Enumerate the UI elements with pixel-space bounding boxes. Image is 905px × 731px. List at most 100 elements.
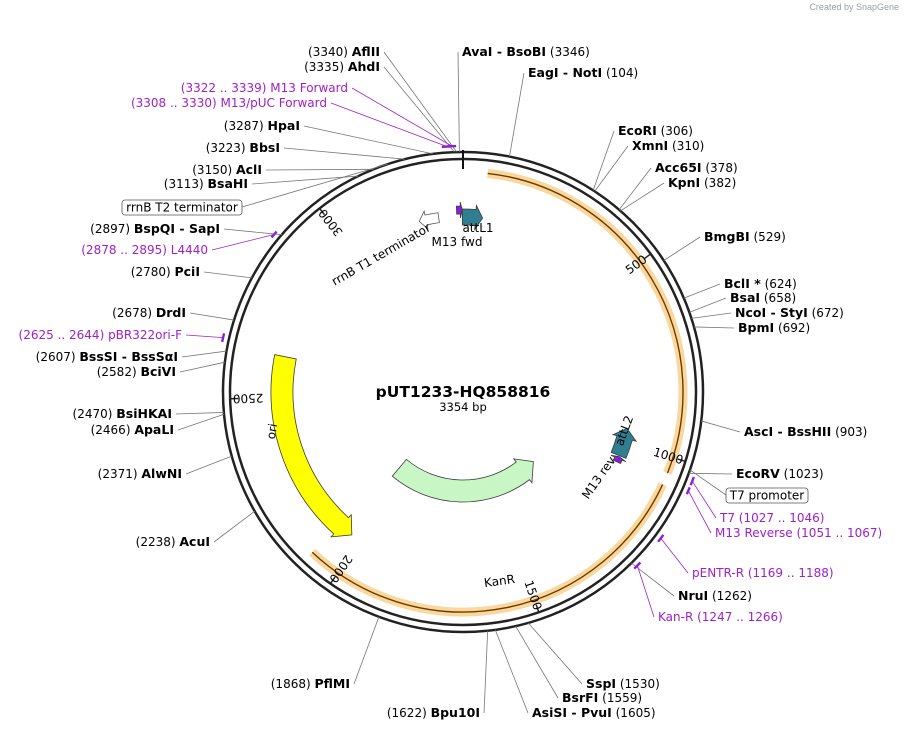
feature-arrow-m13-rev bbox=[610, 454, 626, 465]
primer-range-kan-r: (1247 .. 1266) bbox=[693, 610, 783, 624]
site-position-bmgbi: (529) bbox=[750, 230, 786, 244]
site-name-ecorv: EcoRV bbox=[736, 466, 780, 481]
site-leader-acui bbox=[213, 510, 255, 543]
site-name-pcii: PciI bbox=[174, 264, 200, 279]
primer-range-pbr322ori-f: (2625 .. 2644) bbox=[19, 328, 109, 342]
site-leader-sspi bbox=[527, 622, 583, 685]
site-label-pflmi: (1868) PflMI bbox=[271, 676, 350, 691]
primer-name-kan-r: Kan-R bbox=[658, 610, 693, 624]
primer-leader-m13-forward bbox=[351, 87, 453, 147]
site-position-aflii: (3340) bbox=[308, 45, 352, 59]
site-leader-bbsi bbox=[283, 147, 405, 160]
site-avai-bsobi: AvaI - BsoBI (3346) bbox=[462, 44, 590, 59]
site-bsihkai: (2470) BsiHKAI bbox=[73, 406, 172, 421]
site-position-eagi-noti: (104) bbox=[602, 66, 638, 80]
site-name-bmgbi: BmgBI bbox=[704, 229, 750, 244]
site-hpai: (3287) HpaI bbox=[224, 118, 300, 133]
site-label-bpmi: BpmI (692) bbox=[738, 320, 810, 335]
primer-label-m13-forward: (3322 .. 3339) M13 Forward bbox=[181, 81, 348, 95]
feature-arrow-kanr bbox=[391, 458, 534, 503]
tick-label-2500: 2500 bbox=[233, 391, 264, 406]
plasmid-name: pUT1233-HQ858816 bbox=[376, 383, 551, 401]
site-name-bpmi: BpmI bbox=[738, 320, 774, 335]
site-label-apali: (2466) ApaLI bbox=[91, 422, 174, 437]
site-position-bsrfi: (1559) bbox=[598, 691, 642, 705]
site-leader-kpni bbox=[620, 182, 665, 212]
primer-leader-m13-puc-forward bbox=[330, 102, 448, 147]
feature-label-kanr: KanR bbox=[483, 572, 516, 590]
primer-leader-kan-r bbox=[636, 565, 655, 618]
site-bsrfi: BsrFI (1559) bbox=[562, 690, 642, 705]
site-name-ncoi-styi: NcoI - StyI bbox=[735, 305, 808, 320]
primer-name-pbr322ori-f: pBR322ori-F bbox=[108, 328, 182, 342]
site-leader-ncoi-styi bbox=[691, 312, 732, 319]
site-label-aflii: (3340) AflII bbox=[308, 44, 380, 59]
plasmid-length: 3354 bp bbox=[439, 400, 487, 414]
site-bpmi: BpmI (692) bbox=[738, 320, 810, 335]
primer-label-m13-puc-forward: (3308 .. 3330) M13/pUC Forward bbox=[131, 96, 327, 110]
site-name-hpai: HpaI bbox=[268, 118, 301, 133]
site-name-acc65i: Acc65I bbox=[655, 160, 702, 175]
site-position-asci-bsshii: (903) bbox=[831, 425, 867, 439]
site-position-acli: (3150) bbox=[192, 163, 236, 177]
feature-attl2 bbox=[610, 427, 638, 459]
orf-halo-1 bbox=[309, 482, 667, 617]
site-label-ahdi: (3335) AhdI bbox=[304, 59, 380, 74]
boxed-label-text-t7-promoter: T7 promoter bbox=[729, 489, 805, 503]
site-label-ecorv: EcoRV (1023) bbox=[736, 466, 824, 481]
site-aflii: (3340) AflII bbox=[308, 44, 380, 59]
primer-mark-pentr-r bbox=[657, 534, 665, 543]
site-position-xmni: (310) bbox=[668, 139, 704, 153]
site-eagi-noti: EagI - NotI (104) bbox=[528, 65, 638, 80]
site-position-alwni: (2371) bbox=[98, 467, 142, 481]
site-name-ecori: EcoRI bbox=[618, 123, 657, 138]
primer-leader-l4440 bbox=[211, 234, 275, 251]
site-name-bsahi: BsaHI bbox=[207, 176, 248, 191]
site-label-ecori: EcoRI (306) bbox=[618, 123, 693, 138]
feature-arrow-rrnb-t1-terminator bbox=[418, 209, 440, 230]
site-label-bbsi: (3223) BbsI bbox=[206, 140, 280, 155]
site-position-bbsi: (3223) bbox=[206, 141, 250, 155]
site-label-bcli: BclI * (624) bbox=[724, 276, 797, 291]
primer-label-t7: T7 (1027 .. 1046) bbox=[719, 511, 824, 525]
site-label-pcii: (2780) PciI bbox=[131, 264, 200, 279]
site-kpni: KpnI (382) bbox=[668, 175, 736, 190]
site-position-bcli: (624) bbox=[761, 277, 797, 291]
site-bsssi-bsss-i: (2607) BssSI - BssSαI bbox=[36, 349, 178, 364]
site-position-drdi: (2678) bbox=[112, 306, 156, 320]
site-leader-apali bbox=[177, 413, 225, 431]
site-label-acui: (2238) AcuI bbox=[136, 534, 210, 549]
site-position-ecorv: (1023) bbox=[780, 467, 824, 481]
site-label-acc65i: Acc65I (378) bbox=[655, 160, 738, 175]
site-leader-bsssi-bsss-i bbox=[181, 350, 227, 358]
site-pcii: (2780) PciI bbox=[131, 264, 200, 279]
site-position-nrui: (1262) bbox=[708, 589, 752, 603]
site-name-apali: ApaLI bbox=[134, 422, 174, 437]
leader-layer bbox=[175, 51, 741, 714]
site-position-ncoi-styi: (672) bbox=[808, 306, 844, 320]
feature-rrnb-t1-terminator bbox=[418, 209, 440, 230]
site-label-bcivi: (2582) BciVI bbox=[97, 364, 176, 379]
feature-arrow-attl1 bbox=[461, 203, 484, 231]
site-label-bpu10i: (1622) Bpu10I bbox=[387, 705, 480, 720]
primer-label-pentr-r: pENTR-R (1169 .. 1188) bbox=[692, 566, 834, 580]
primer-label-m13-reverse: M13 Reverse (1051 .. 1067) bbox=[715, 526, 882, 540]
site-xmni: XmnI (310) bbox=[632, 138, 704, 153]
site-label-bsrfi: BsrFI (1559) bbox=[562, 690, 642, 705]
site-ecorv: EcoRV (1023) bbox=[736, 466, 824, 481]
feature-attl1 bbox=[461, 203, 484, 231]
site-name-ahdi: AhdI bbox=[348, 59, 380, 74]
site-label-asisi-pvui: AsiSI - PvuI (1605) bbox=[532, 705, 656, 720]
site-name-aflii: AflII bbox=[352, 44, 380, 59]
site-apali: (2466) ApaLI bbox=[91, 422, 174, 437]
site-name-bspqi-sapi: BspQI - SapI bbox=[134, 221, 220, 236]
site-position-bsahi: (3113) bbox=[164, 177, 208, 191]
site-leader-ahdi bbox=[383, 66, 455, 153]
site-leader-pflmi bbox=[353, 616, 380, 685]
site-label-bsahi: (3113) BsaHI bbox=[164, 176, 248, 191]
site-position-bpu10i: (1622) bbox=[387, 706, 431, 720]
site-leader-bcli bbox=[683, 283, 721, 299]
boxed-label-frame-t7-promoter bbox=[725, 487, 809, 504]
site-name-drdi: DrdI bbox=[156, 305, 186, 320]
site-name-acui: AcuI bbox=[179, 534, 210, 549]
